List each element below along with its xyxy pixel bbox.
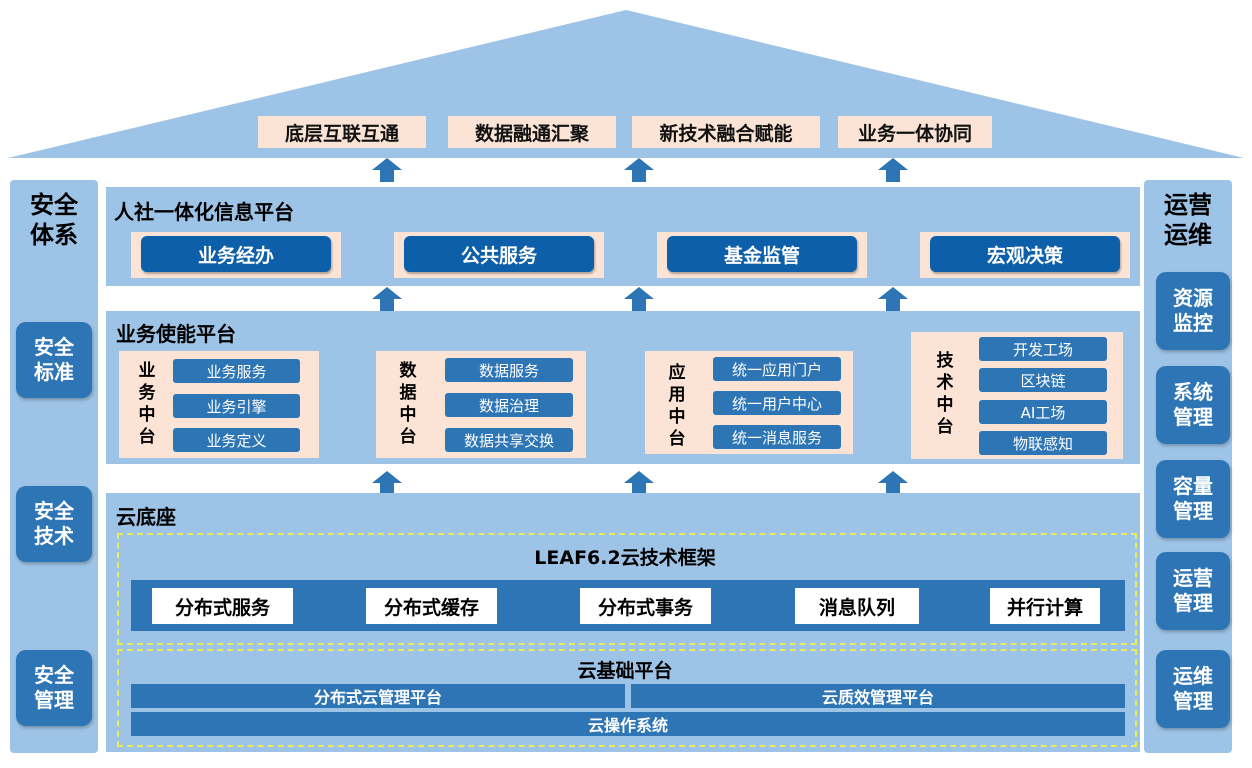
platform-cell: 宏观决策 xyxy=(920,232,1130,278)
business-engine-item[interactable]: 业务引擎 xyxy=(173,394,300,418)
business-middle-label: 业务中台 xyxy=(138,361,156,447)
unified-message-service-item[interactable]: 统一消息服务 xyxy=(713,425,841,449)
business-definition-item[interactable]: 业务定义 xyxy=(173,428,300,452)
up-arrow-icon xyxy=(878,287,908,311)
leaf-framework-frame xyxy=(117,533,1137,645)
leaf-framework-title: LEAF6.2云技术框架 xyxy=(534,547,716,569)
capacity-management-box: 容量管理 xyxy=(1156,460,1230,538)
distributed-cloud-mgmt-bar[interactable]: 分布式云管理平台 xyxy=(131,684,625,708)
macro-decision-button[interactable]: 宏观决策 xyxy=(930,236,1120,272)
up-arrow-icon xyxy=(624,471,654,495)
public-service-button[interactable]: 公共服务 xyxy=(404,236,594,272)
up-arrow-icon xyxy=(878,471,908,495)
up-arrow-icon xyxy=(624,158,654,182)
dev-workshop-item[interactable]: 开发工场 xyxy=(979,337,1107,361)
data-sharing-exchange-item[interactable]: 数据共享交换 xyxy=(445,428,573,452)
up-arrow-icon xyxy=(624,287,654,311)
up-arrow-icon xyxy=(372,471,402,495)
system-management-box: 系统管理 xyxy=(1156,366,1230,444)
maintenance-management-box: 运维管理 xyxy=(1156,650,1230,728)
roof-triangle xyxy=(8,10,1244,158)
iot-sensing-item[interactable]: 物联感知 xyxy=(979,431,1107,455)
up-arrow-icon xyxy=(372,158,402,182)
business-service-item[interactable]: 业务服务 xyxy=(173,359,300,383)
unified-app-portal-item[interactable]: 统一应用门户 xyxy=(713,357,841,381)
cloud-quality-mgmt-bar[interactable]: 云质效管理平台 xyxy=(631,684,1125,708)
distributed-cache-item[interactable]: 分布式缓存 xyxy=(366,588,497,624)
fund-supervision-button[interactable]: 基金监管 xyxy=(667,236,857,272)
operation-management-box: 运营管理 xyxy=(1156,552,1230,630)
unified-user-center-item[interactable]: 统一用户中心 xyxy=(713,391,841,415)
technology-middle-label: 技术中台 xyxy=(936,351,954,437)
ai-workshop-item[interactable]: AI工场 xyxy=(979,400,1107,424)
business-enablement-title: 业务使能平台 xyxy=(116,322,236,346)
cloud-infra-frame xyxy=(117,649,1137,747)
roof-item-new-tech: 新技术融合赋能 xyxy=(632,116,820,148)
up-arrow-icon xyxy=(372,287,402,311)
platform-cell: 公共服务 xyxy=(394,232,604,278)
up-arrow-icon xyxy=(878,158,908,182)
application-middle-label: 应用中台 xyxy=(668,363,686,449)
operations-title: 运营运维 xyxy=(1164,191,1212,249)
business-handling-button[interactable]: 业务经办 xyxy=(141,236,331,272)
security-technology-box: 安全技术 xyxy=(16,486,92,562)
platform-cell: 业务经办 xyxy=(131,232,341,278)
security-system-title: 安全体系 xyxy=(30,191,78,249)
parallel-computing-item[interactable]: 并行计算 xyxy=(990,588,1100,624)
resource-monitoring-box: 资源监控 xyxy=(1156,272,1230,350)
roof-item-business-collab: 业务一体协同 xyxy=(838,116,992,148)
cloud-base-title: 云底座 xyxy=(116,505,176,529)
security-management-box: 安全管理 xyxy=(16,650,92,726)
security-standard-box: 安全标准 xyxy=(16,322,92,398)
roof-item-data-fusion: 数据融通汇聚 xyxy=(448,116,616,148)
blockchain-item[interactable]: 区块链 xyxy=(979,368,1107,392)
distributed-transaction-item[interactable]: 分布式事务 xyxy=(580,588,711,624)
distributed-service-item[interactable]: 分布式服务 xyxy=(152,588,293,624)
cloud-os-bar[interactable]: 云操作系统 xyxy=(131,712,1125,736)
roof-item-interconnect: 底层互联互通 xyxy=(258,116,426,148)
data-middle-label: 数据中台 xyxy=(399,361,417,447)
hrss-platform-title: 人社一体化信息平台 xyxy=(114,200,294,224)
message-queue-item[interactable]: 消息队列 xyxy=(795,588,919,624)
data-service-item[interactable]: 数据服务 xyxy=(445,358,573,382)
platform-cell: 基金监管 xyxy=(657,232,867,278)
cloud-infra-title: 云基础平台 xyxy=(577,660,673,682)
data-governance-item[interactable]: 数据治理 xyxy=(445,393,573,417)
